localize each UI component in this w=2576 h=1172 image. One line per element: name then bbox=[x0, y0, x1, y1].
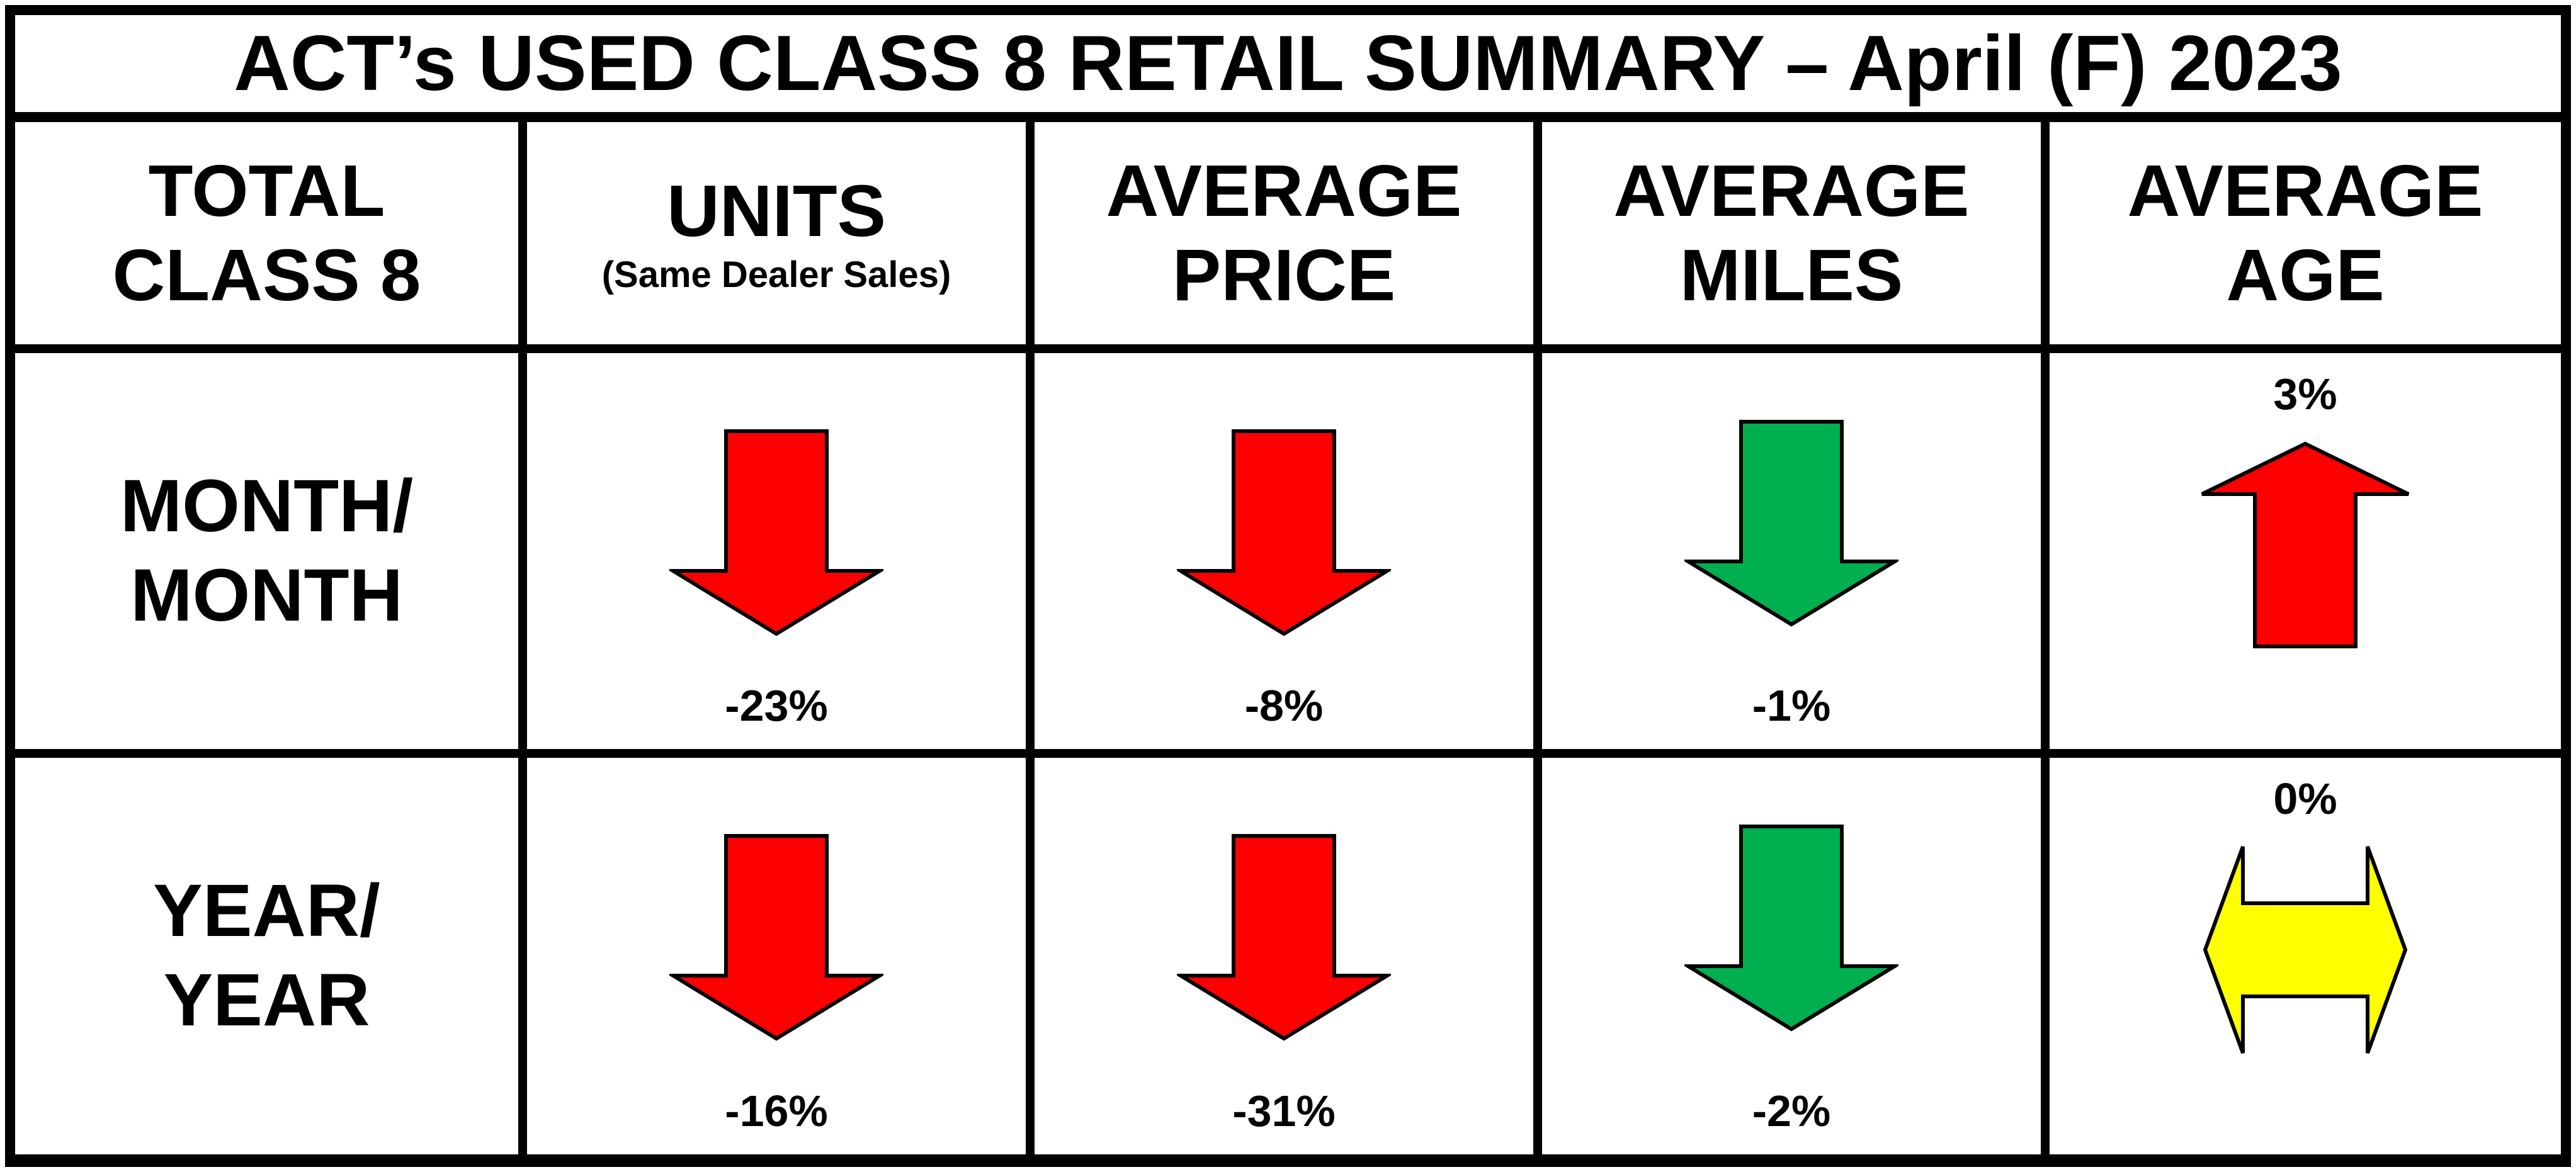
header-corner-line-1: TOTAL bbox=[148, 150, 385, 232]
header-price-line-1: AVERAGE bbox=[1106, 150, 1462, 232]
left-right-arrow-icon bbox=[2203, 845, 2408, 1054]
header-miles-line-1: AVERAGE bbox=[1613, 150, 1970, 232]
header-price-line-2: PRICE bbox=[1172, 234, 1396, 316]
row-label-month-line-1: MONTH/ bbox=[120, 464, 414, 548]
page-title: ACT’s USED CLASS 8 RETAIL SUMMARY – Apri… bbox=[234, 20, 2342, 107]
down-arrow-icon bbox=[1177, 429, 1391, 636]
arrow-shape bbox=[2201, 441, 2410, 648]
arrow-shape bbox=[2203, 845, 2408, 1054]
row-label-year-line-2: YEAR bbox=[163, 959, 370, 1042]
cell-month-units: -23% bbox=[518, 344, 1026, 749]
value-month-miles: -1% bbox=[1752, 681, 1831, 730]
header-units-label: UNITS bbox=[667, 170, 886, 252]
header-miles-line-2: MILES bbox=[1679, 234, 1904, 316]
title-bar: ACT’s USED CLASS 8 RETAIL SUMMARY – Apri… bbox=[15, 15, 2561, 122]
header-miles: AVERAGE MILES bbox=[1533, 122, 2041, 344]
header-corner-line-2: CLASS 8 bbox=[112, 234, 421, 316]
up-arrow-icon bbox=[2201, 441, 2410, 648]
cell-month-miles: -1% bbox=[1533, 344, 2041, 749]
arrow-shape bbox=[669, 834, 883, 1041]
summary-table: ACT’s USED CLASS 8 RETAIL SUMMARY – Apri… bbox=[5, 5, 2571, 1167]
value-year-units: -16% bbox=[725, 1086, 828, 1135]
cell-year-price: -31% bbox=[1026, 749, 1533, 1154]
down-arrow-icon bbox=[1684, 825, 1898, 1032]
cell-year-age: 0% bbox=[2041, 749, 2561, 1154]
row-label-month: MONTH/ MONTH bbox=[15, 344, 518, 749]
header-units-sublabel: (Same Dealer Sales) bbox=[601, 254, 951, 296]
cell-month-price: -8% bbox=[1026, 344, 1533, 749]
arrow-shape bbox=[1684, 825, 1898, 1032]
cell-month-age: 3% bbox=[2041, 344, 2561, 749]
row-label-year: YEAR/ YEAR bbox=[15, 749, 518, 1154]
header-age-line-1: AVERAGE bbox=[2127, 150, 2483, 232]
down-arrow-icon bbox=[1177, 834, 1391, 1041]
value-year-price: -31% bbox=[1232, 1086, 1336, 1135]
down-arrow-icon bbox=[1684, 420, 1898, 627]
row-label-month-line-2: MONTH bbox=[130, 553, 403, 637]
down-arrow-icon bbox=[669, 834, 883, 1041]
cell-year-units: -16% bbox=[518, 749, 1026, 1154]
value-month-age: 3% bbox=[2273, 369, 2337, 419]
header-corner: TOTAL CLASS 8 bbox=[15, 122, 518, 344]
header-price: AVERAGE PRICE bbox=[1026, 122, 1533, 344]
header-age: AVERAGE AGE bbox=[2041, 122, 2561, 344]
down-arrow-icon bbox=[669, 429, 883, 636]
value-year-age: 0% bbox=[2273, 774, 2337, 823]
value-month-price: -8% bbox=[1244, 681, 1324, 730]
arrow-shape bbox=[1684, 420, 1898, 627]
cell-year-miles: -2% bbox=[1533, 749, 2041, 1154]
value-month-units: -23% bbox=[725, 681, 828, 730]
arrow-shape bbox=[1177, 429, 1391, 636]
header-units: UNITS (Same Dealer Sales) bbox=[518, 122, 1026, 344]
header-age-line-2: AGE bbox=[2226, 234, 2385, 316]
value-year-miles: -2% bbox=[1752, 1086, 1831, 1135]
arrow-shape bbox=[1177, 834, 1391, 1041]
arrow-shape bbox=[669, 429, 883, 636]
row-label-year-line-1: YEAR/ bbox=[153, 869, 380, 953]
